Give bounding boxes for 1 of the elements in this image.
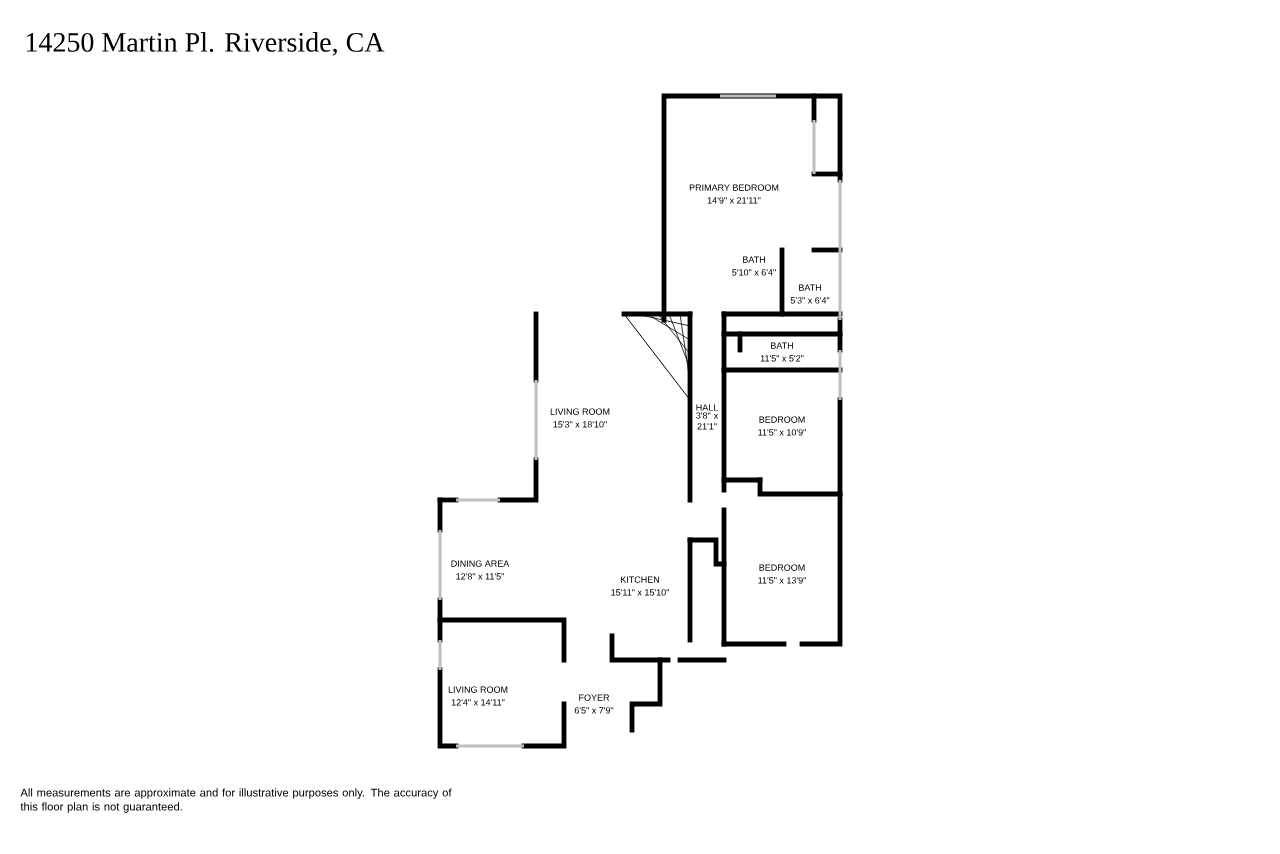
title: 14250 Martin Pl. Riverside, CA [26,32,385,56]
